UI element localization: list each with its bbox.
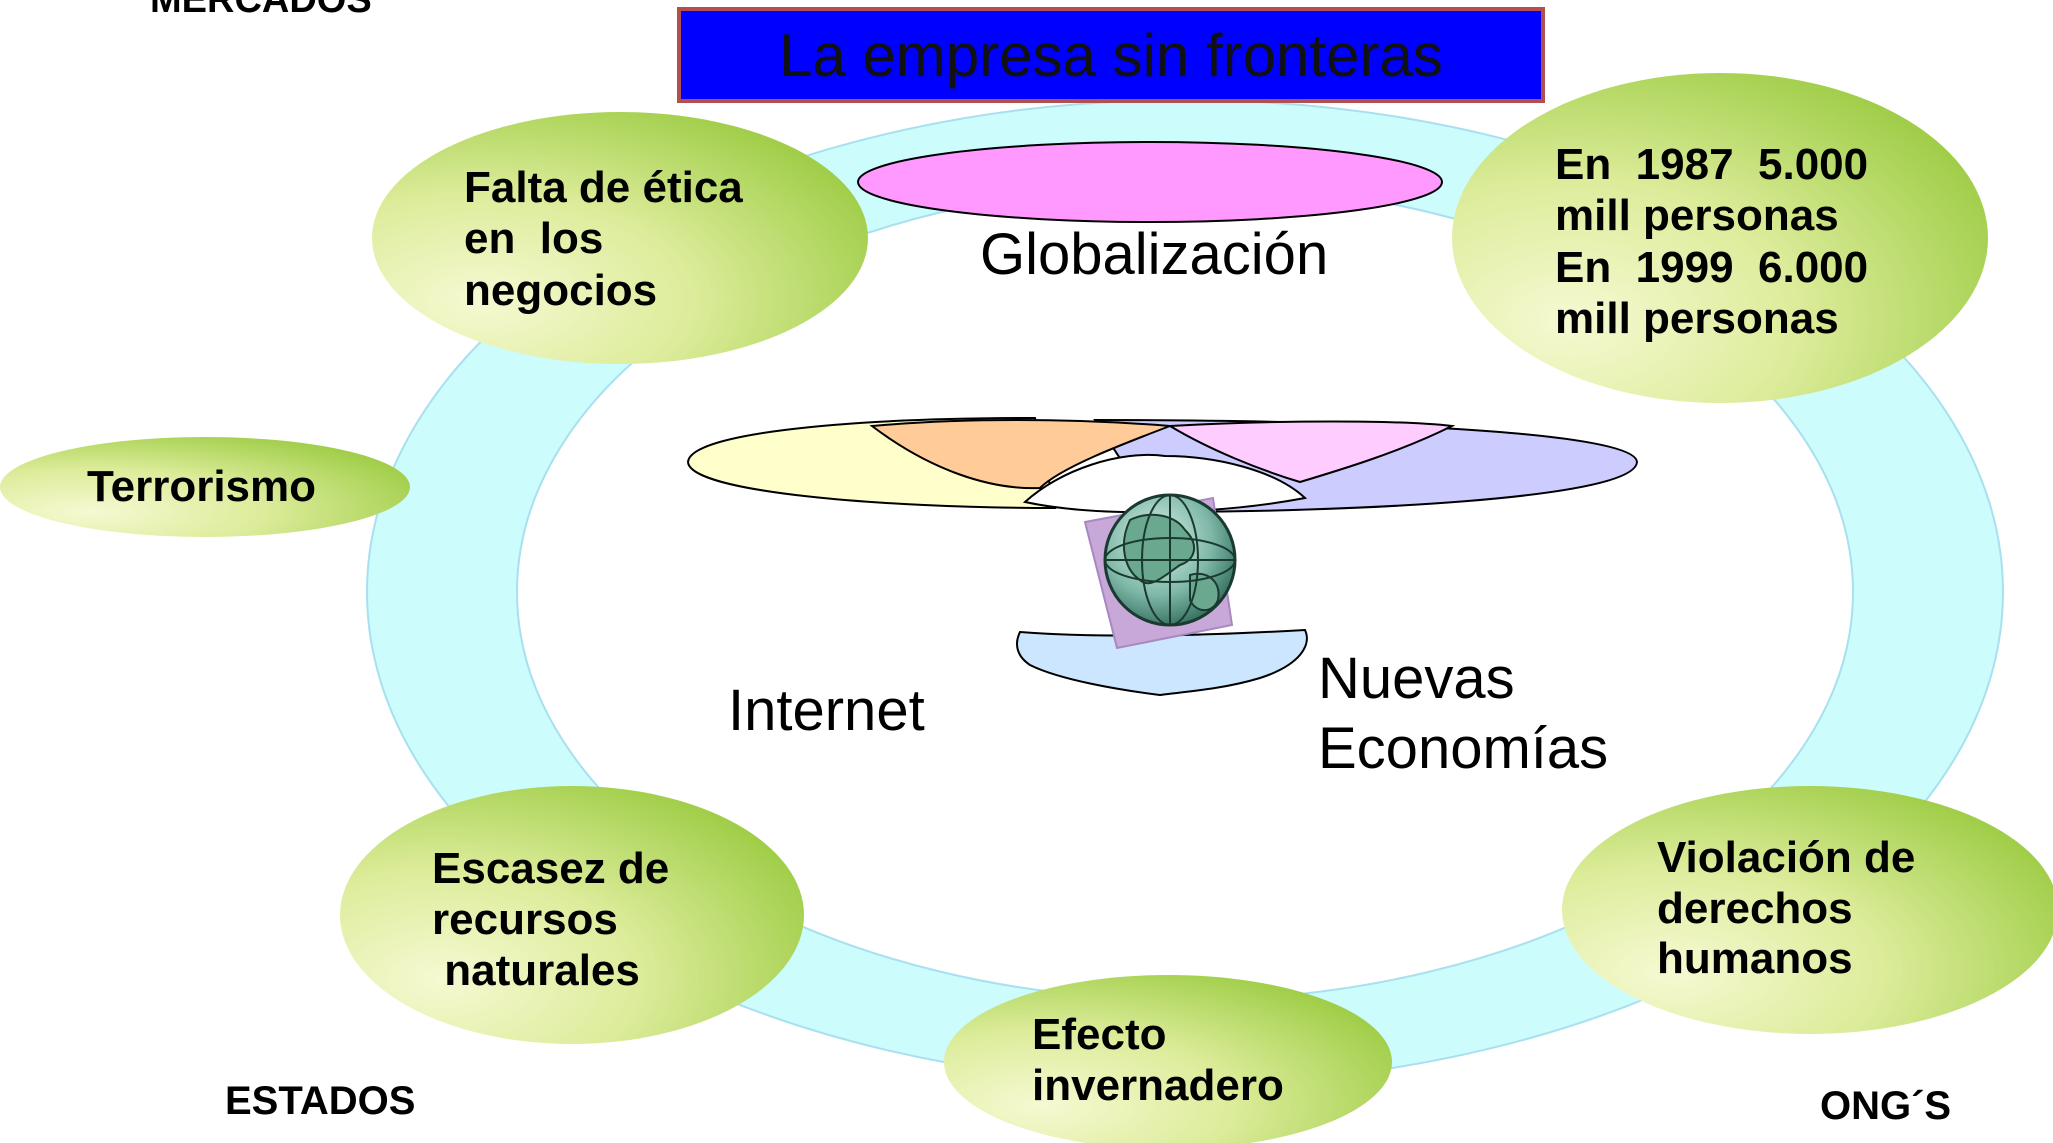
title-text: La empresa sin fronteras xyxy=(779,21,1443,89)
bubble-escasez-label: Escasez de recursos naturales xyxy=(432,844,670,996)
globe-icon xyxy=(1083,493,1237,650)
bubble-efecto-label: Efecto invernadero xyxy=(1032,1010,1284,1110)
bubble-violacion-label: Violación de derechos humanos xyxy=(1657,833,1916,984)
label-ongs: ONG´S xyxy=(1820,1084,1952,1128)
globalizacion-ellipse xyxy=(857,141,1443,223)
bubble-efecto xyxy=(944,975,1392,1143)
bubble-escasez xyxy=(340,786,804,1044)
label-globalizacion: Globalización xyxy=(980,222,1329,287)
bubble-violacion xyxy=(1562,786,2053,1034)
bubble-terrorismo xyxy=(0,437,410,537)
bubble-terrorismo-label: Terrorismo xyxy=(87,462,317,511)
label-internet: Internet xyxy=(728,678,925,743)
label-mercados: MERCADOS xyxy=(150,0,372,21)
title-box: La empresa sin fronteras xyxy=(677,7,1545,103)
bubble-poblacion-label: En 1987 5.000 mill personas En 1999 6.00… xyxy=(1555,140,1869,344)
bubble-poblacion xyxy=(1452,73,1988,403)
bubble-etica-label: Falta de ética en los negocios xyxy=(464,163,743,315)
label-estados: ESTADOS xyxy=(225,1079,416,1123)
label-nuevas-economias: Nuevas Economías xyxy=(1318,646,1609,781)
bubble-etica xyxy=(372,112,868,364)
